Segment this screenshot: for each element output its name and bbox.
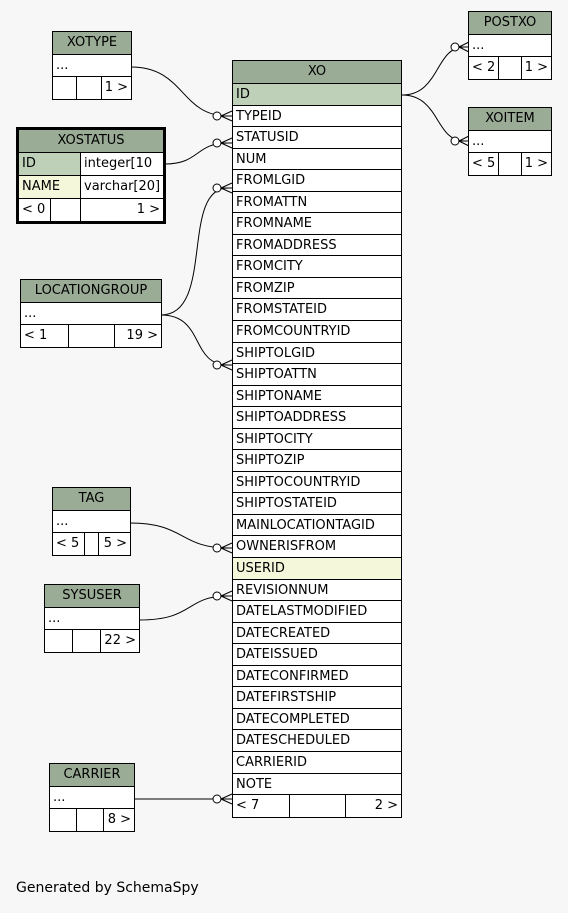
column-shiptozip: SHIPTOZIP: [233, 450, 401, 472]
crowfoot-circle-icon: [212, 794, 222, 804]
crowfoot-icon: [220, 359, 233, 371]
crowfoot-icon: [458, 41, 470, 53]
column-datecompleted: DATECOMPLETED: [233, 709, 401, 731]
table-stub: ...: [469, 131, 551, 153]
table-stub: ...: [53, 511, 130, 533]
table-carrier[interactable]: CARRIER ... 8 >: [49, 763, 135, 832]
column-type: integer[10: [84, 156, 153, 171]
table-postxo[interactable]: POSTXO ... < 2 1 >: [468, 11, 552, 80]
table-title: XOSTATUS: [19, 130, 163, 153]
crowfoot-circle-icon: [212, 543, 222, 553]
crowfoot-circle-icon: [450, 42, 460, 52]
table-tag[interactable]: TAG ... < 5 5 >: [52, 487, 131, 556]
column-datelastmodified: DATELASTMODIFIED: [233, 601, 401, 623]
table-title: LOCATIONGROUP: [21, 280, 161, 303]
table-footer: < 2 1 >: [469, 57, 551, 79]
column-fromaddress: FROMADDRESS: [233, 235, 401, 257]
column-mainlocationtagid: MAINLOCATIONTAGID: [233, 515, 401, 537]
column-shiptostateid: SHIPTOSTATEID: [233, 493, 401, 515]
table-footer: < 5 1 >: [469, 153, 551, 175]
table-footer: < 5 5 >: [53, 533, 130, 555]
column-carrierid: CARRIERID: [233, 752, 401, 774]
table-footer: < 7 2 >: [233, 795, 401, 818]
column-datescheduled: DATESCHEDULED: [233, 730, 401, 752]
table-xostatus[interactable]: XOSTATUS ID integer[10 NAME varchar[20] …: [16, 127, 166, 224]
table-title: XOITEM: [469, 108, 551, 131]
column-id: ID: [233, 84, 401, 106]
column-datefirstship: DATEFIRSTSHIP: [233, 687, 401, 709]
edge-locationgroup-shiptolgid: [160, 314, 229, 366]
column-shiptocity: SHIPTOCITY: [233, 429, 401, 451]
column-typeid: TYPEID: [233, 106, 401, 128]
column-shiptoname: SHIPTONAME: [233, 386, 401, 408]
table-xotype[interactable]: XOTYPE ... 1 >: [52, 31, 132, 100]
edge-xo-xoitem: [401, 94, 465, 142]
crowfoot-icon: [220, 542, 233, 554]
edge-tag-mainlocationtagid: [129, 522, 229, 549]
column-shiptocountryid: SHIPTOCOUNTRYID: [233, 472, 401, 494]
table-footer: < 1 19 >: [21, 325, 161, 347]
edge-locationgroup-fromlgid: [160, 187, 229, 316]
table-stub: ...: [469, 35, 551, 57]
column-shiptoaddress: SHIPTOADDRESS: [233, 407, 401, 429]
edge-xo-postxo: [401, 46, 465, 96]
table-stub: ...: [21, 303, 161, 325]
crowfoot-circle-icon: [212, 360, 222, 370]
column-fromzip: FROMZIP: [233, 278, 401, 300]
table-title: XO: [233, 61, 401, 84]
table-footer: < 0 1 >: [19, 199, 163, 221]
table-title: SYSUSER: [45, 585, 139, 608]
table-title: XOTYPE: [53, 32, 131, 55]
crowfoot-circle-icon: [212, 591, 222, 601]
column-name: NAME: [19, 176, 81, 198]
column-shiptolgid: SHIPTOLGID: [233, 343, 401, 365]
column-type: varchar[20]: [84, 179, 161, 194]
generated-by-label: Generated by SchemaSpy: [16, 880, 199, 896]
column-fromname: FROMNAME: [233, 213, 401, 235]
column-revisionnum: REVISIONNUM: [233, 580, 401, 602]
column-fromlgid: FROMLGID: [233, 170, 401, 192]
crowfoot-circle-icon: [212, 111, 222, 121]
column-note: NOTE: [233, 774, 401, 796]
crowfoot-circle-icon: [212, 183, 222, 193]
table-xoitem[interactable]: XOITEM ... < 5 1 >: [468, 107, 552, 176]
crowfoot-circle-icon: [212, 138, 222, 148]
column-dateconfirmed: DATECONFIRMED: [233, 666, 401, 688]
table-stub: ...: [45, 608, 139, 630]
column-fromcity: FROMCITY: [233, 256, 401, 278]
column-datecreated: DATECREATED: [233, 623, 401, 645]
column-statusid: STATUSID: [233, 127, 401, 149]
column-fromcountryid: FROMCOUNTRYID: [233, 321, 401, 343]
table-sysuser[interactable]: SYSUSER ... 22 >: [44, 584, 140, 653]
column-fromattn: FROMATTN: [233, 192, 401, 214]
table-stub: ...: [50, 787, 134, 809]
crowfoot-icon: [220, 137, 233, 149]
edge-xotype-typeid: [130, 66, 229, 117]
table-locationgroup[interactable]: LOCATIONGROUP ... < 1 19 >: [20, 279, 162, 348]
table-footer: 8 >: [50, 809, 134, 831]
table-title: CARRIER: [50, 764, 134, 787]
crowfoot-icon: [220, 110, 233, 122]
table-footer: 22 >: [45, 630, 139, 652]
crowfoot-icon: [458, 135, 470, 147]
crowfoot-icon: [220, 182, 233, 194]
column-dateissued: DATEISSUED: [233, 644, 401, 666]
column-name: ID: [19, 153, 81, 175]
column-num: NUM: [233, 149, 401, 171]
column-shiptoattn: SHIPTOATTN: [233, 364, 401, 386]
table-title: POSTXO: [469, 12, 551, 35]
column-ownerisfrom: OWNERISFROM: [233, 536, 401, 559]
column-userid: USERID: [233, 558, 401, 580]
crowfoot-icon: [220, 590, 233, 602]
table-title: TAG: [53, 488, 130, 511]
table-footer: 1 >: [53, 77, 131, 99]
table-stub: ...: [53, 55, 131, 77]
crowfoot-circle-icon: [450, 136, 460, 146]
column-fromstateid: FROMSTATEID: [233, 299, 401, 322]
crowfoot-icon: [220, 793, 233, 805]
